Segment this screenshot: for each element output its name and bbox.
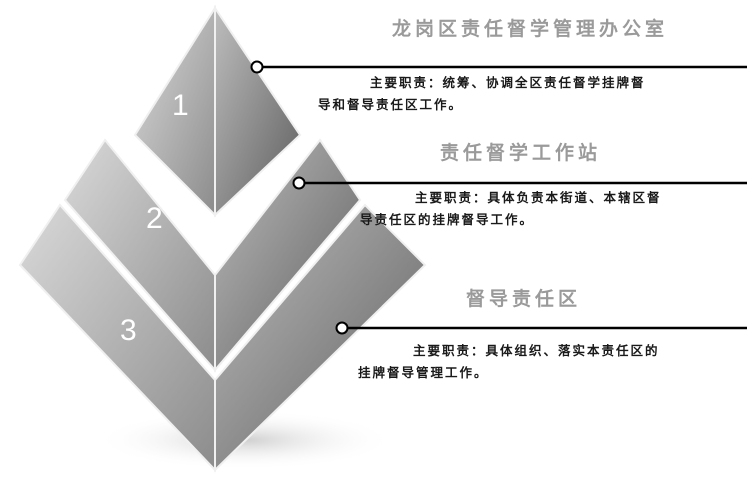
tier-2-title: 责任督学工作站 bbox=[440, 142, 602, 164]
connector-2 bbox=[292, 176, 747, 190]
connector-3 bbox=[335, 321, 747, 335]
tier-2-number: 2 bbox=[146, 202, 163, 235]
tier-3-title: 督导责任区 bbox=[466, 288, 582, 310]
tier-3-desc-line-2: 挂牌督导管理工作。 bbox=[358, 365, 489, 380]
tier-1-description: 主要职责：统筹、协调全区责任督学挂牌督 导和督导责任区工作。 bbox=[318, 72, 646, 116]
tier-3-number: 3 bbox=[120, 314, 137, 347]
tier-2-desc-line-1: 主要职责：具体负责本街道、本辖区督 bbox=[415, 190, 662, 205]
tier-2-description: 主要职责：具体负责本街道、本辖区督 导责任区的挂牌督导工作。 bbox=[360, 187, 662, 231]
connector-1 bbox=[250, 60, 747, 74]
tier-1-number: 1 bbox=[172, 89, 189, 122]
tier-1-desc-line-1: 主要职责：统筹、协调全区责任督学挂牌督 bbox=[370, 75, 646, 90]
tier-1-block bbox=[133, 4, 302, 218]
tier-3-desc-line-1: 主要职责：具体组织、落实本责任区的 bbox=[413, 343, 660, 358]
tier-3-block bbox=[18, 203, 427, 473]
tier-3-description: 主要职责：具体组织、落实本责任区的 挂牌督导管理工作。 bbox=[358, 340, 660, 384]
tier-1-title: 龙岗区责任督学管理办公室 bbox=[392, 18, 669, 40]
tier-2-block bbox=[63, 138, 362, 373]
tier-1-desc-line-2: 导和督导责任区工作。 bbox=[318, 97, 464, 112]
tier-2-desc-line-2: 导责任区的挂牌督导工作。 bbox=[360, 212, 535, 227]
